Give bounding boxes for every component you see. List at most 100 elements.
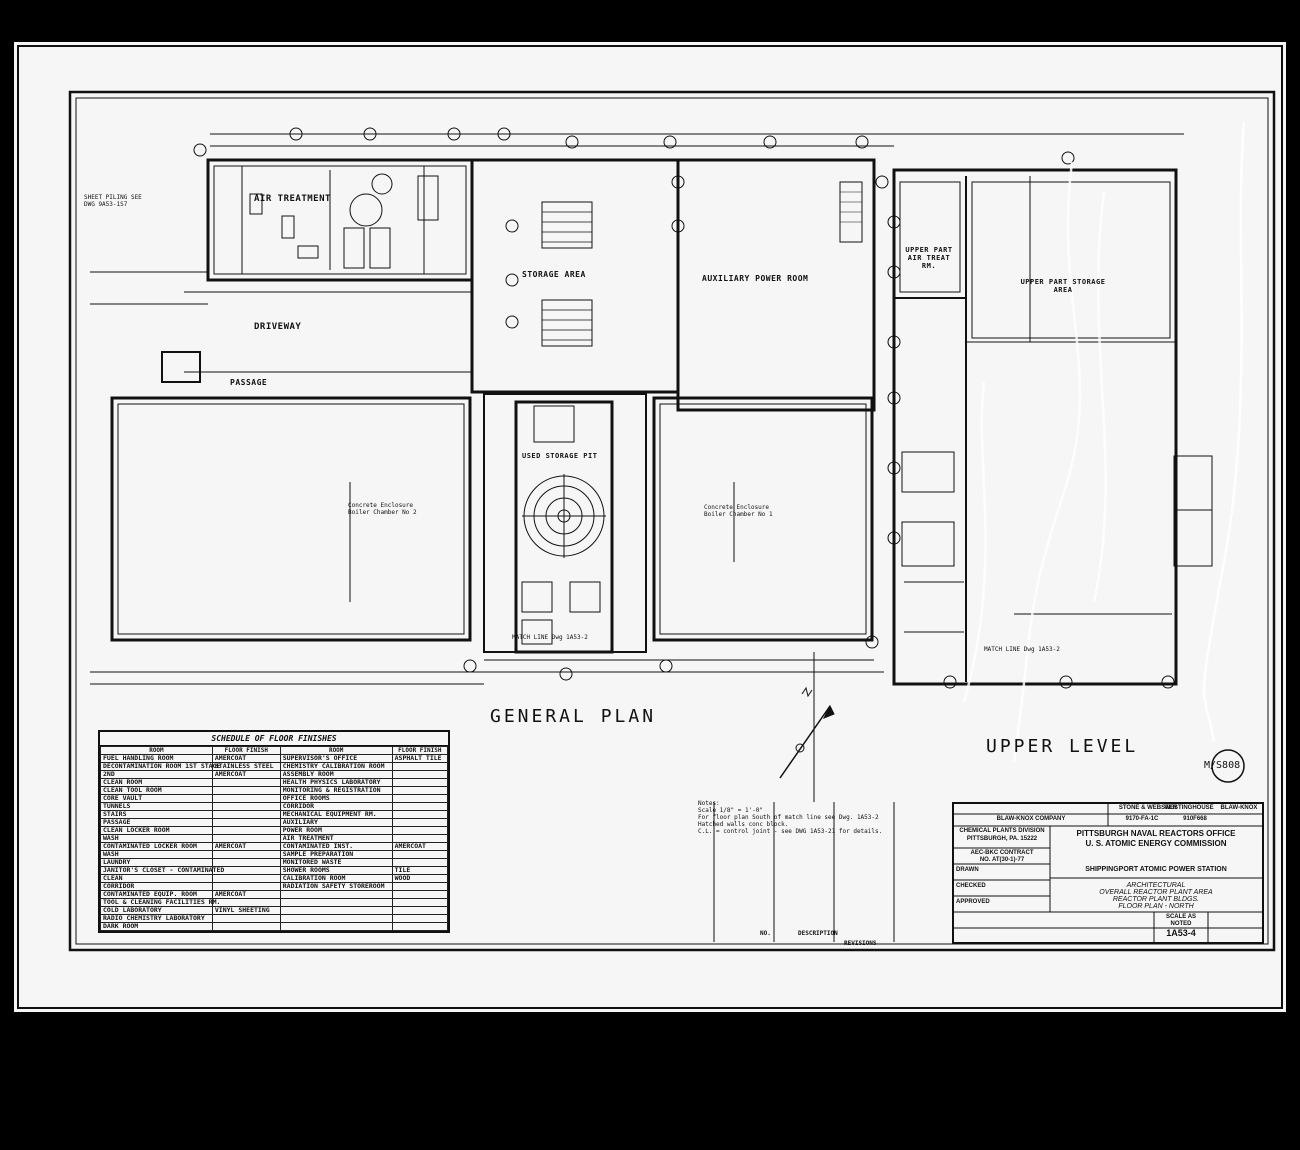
schedule-finish-cell xyxy=(211,810,281,819)
tb-company: BLAW-KNOX COMPANY xyxy=(996,816,1066,822)
tb-division: CHEMICAL PLANTS DIVISION xyxy=(959,828,1045,834)
room-label-upper-air-treat: UPPER PART AIR TREAT RM. xyxy=(905,246,953,270)
tb-title-2: OVERALL REACTOR PLANT AREA xyxy=(1099,889,1213,896)
schedule-finish-cell xyxy=(391,818,449,827)
schedule-finish-cell: VINYL SHEETING xyxy=(211,906,281,915)
tb-title-1: ARCHITECTURAL xyxy=(1126,882,1186,889)
room-label-boiler-chamber-right: Concrete Enclosure Boiler Chamber No 1 xyxy=(704,504,773,518)
room-label-boiler-chamber-left: Concrete Enclosure Boiler Chamber No 2 xyxy=(348,502,417,516)
notes-line: C.L. = control joint - see DWG 1A53-21 f… xyxy=(698,828,883,835)
schedule-finish-cell xyxy=(391,778,449,787)
schedule-finish-cell xyxy=(391,770,449,779)
schedule-finish-cell xyxy=(211,922,281,931)
tb-office: PITTSBURGH NAVAL REACTORS OFFICE xyxy=(1076,829,1236,838)
tb-title-3: REACTOR PLANT BLDGS. xyxy=(1112,896,1200,903)
schedule-row: RADIO CHEMISTRY LABORATORY xyxy=(100,914,449,923)
room-label-used-storage-pit: USED STORAGE PIT xyxy=(522,452,598,460)
schedule-finish-cell xyxy=(391,922,449,931)
schedule-finish-cell xyxy=(211,818,281,827)
title-upper-level: UPPER LEVEL xyxy=(986,736,1139,757)
schedule-finish-cell xyxy=(391,810,449,819)
tb-dwg-one: 9170-FA-1C xyxy=(1125,816,1159,822)
tb-checked: CHECKED xyxy=(956,883,986,889)
schedule-finish-cell xyxy=(211,874,281,883)
match-line-left: MATCH LINE Dwg 1A53-2 xyxy=(512,634,588,641)
revisions-no-label: NO. xyxy=(760,930,771,937)
drawing-notes: Notes: Scale 1/8" = 1'-0" For floor plan… xyxy=(698,800,882,835)
schedule-finish-cell xyxy=(391,762,449,771)
schedule-finish-cell xyxy=(391,826,449,835)
schedule-finish-cell xyxy=(211,850,281,859)
schedule-finish-cell xyxy=(391,890,449,899)
notes-heading: Notes: xyxy=(698,800,720,807)
schedule-finish-cell xyxy=(211,914,281,923)
tb-dwg-two: 910F668 xyxy=(1183,816,1207,822)
schedule-finish-cell xyxy=(391,906,449,915)
tb-title-4: FLOOR PLAN - NORTH xyxy=(1118,903,1194,910)
room-label-auxiliary-power: AUXILIARY POWER ROOM xyxy=(702,274,809,283)
revisions-label: REVISIONS xyxy=(844,940,877,947)
tb-contract-no: NO. AT(30-1)-77 xyxy=(979,857,1025,863)
schedule-title: SCHEDULE OF FLOOR FINISHES xyxy=(100,732,448,746)
schedule-table: ROOM FLOOR FINISH ROOM FLOOR FINISH FUEL… xyxy=(100,746,449,931)
schedule-room-cell xyxy=(279,898,393,907)
tb-approved: APPROVED xyxy=(956,899,990,905)
tb-city: PITTSBURGH, PA. 15222 xyxy=(966,836,1038,842)
schedule-finish-cell xyxy=(211,794,281,803)
schedule-finish-cell xyxy=(391,802,449,811)
schedule-finish-cell xyxy=(211,826,281,835)
room-label-passage: PASSAGE xyxy=(230,378,268,387)
room-label-upper-storage: UPPER PART STORAGE AREA xyxy=(1020,278,1106,294)
title-general-plan: GENERAL PLAN xyxy=(490,706,657,727)
schedule-room-cell xyxy=(279,890,393,899)
title-block-grid xyxy=(954,804,1262,942)
schedule-finish-cell: AMERCOAT xyxy=(391,842,449,851)
tb-contract-label: AEC-BKC CONTRACT xyxy=(970,850,1034,856)
tb-drawing-no: 1A53-4 xyxy=(1166,928,1196,938)
tb-firm-west: WESTINGHOUSE xyxy=(1164,805,1214,811)
schedule-room-cell xyxy=(279,914,393,923)
schedule-room-cell: DECONTAMINATION ROOM 1ST STAGE xyxy=(100,762,220,771)
title-block: BLAW-KNOX COMPANY STONE & WEBSTER WESTIN… xyxy=(952,802,1264,944)
notes-line: Hatched walls conc block. xyxy=(698,821,789,828)
schedule-room-cell: DARK ROOM xyxy=(100,922,213,931)
sheet-piling-note: SHEET PILING SEE DWG 9A53-1S7 xyxy=(84,194,142,208)
floor-plan-drawing xyxy=(17,45,1283,1009)
schedule-finish-cell xyxy=(211,786,281,795)
schedule-finish-cell: AMERCOAT xyxy=(211,770,281,779)
schedule-finish-cell xyxy=(391,850,449,859)
schedule-finish-cell xyxy=(391,914,449,923)
tb-commission: U. S. ATOMIC ENERGY COMMISSION xyxy=(1085,839,1227,848)
revisions-desc-label: DESCRIPTION xyxy=(798,930,838,937)
drawing-sheet: AIR TREATMENT STORAGE AREA AUXILIARY POW… xyxy=(14,42,1286,1012)
schedule-room-cell xyxy=(279,906,393,915)
room-label-storage-area: STORAGE AREA xyxy=(522,270,586,279)
tb-drawn: DRAWN xyxy=(956,867,979,873)
match-line-right: MATCH LINE Dwg 1A53-2 xyxy=(984,646,1060,653)
floor-finish-schedule: SCHEDULE OF FLOOR FINISHES ROOM FLOOR FI… xyxy=(98,730,450,933)
tb-firm-blaw: BLAW-KNOX xyxy=(1220,805,1258,811)
schedule-finish-cell xyxy=(391,882,449,891)
room-label-driveway: DRIVEWAY xyxy=(254,322,302,332)
schedule-room-cell xyxy=(279,922,393,931)
schedule-finish-cell: ASPHALT TILE xyxy=(391,754,449,763)
room-label-air-treatment: AIR TREATMENT xyxy=(254,194,331,204)
schedule-finish-cell: AMERCOAT xyxy=(211,890,281,899)
schedule-finish-cell: WOOD xyxy=(391,874,449,883)
schedule-finish-cell xyxy=(391,898,449,907)
tb-firm-stone: STONE & WEBSTER xyxy=(1118,805,1178,811)
schedule-finish-cell: AMERCOAT xyxy=(211,842,281,851)
schedule-finish-cell xyxy=(211,778,281,787)
schedule-finish-cell xyxy=(391,794,449,803)
drawing-mark: M/S808 xyxy=(1204,760,1241,771)
